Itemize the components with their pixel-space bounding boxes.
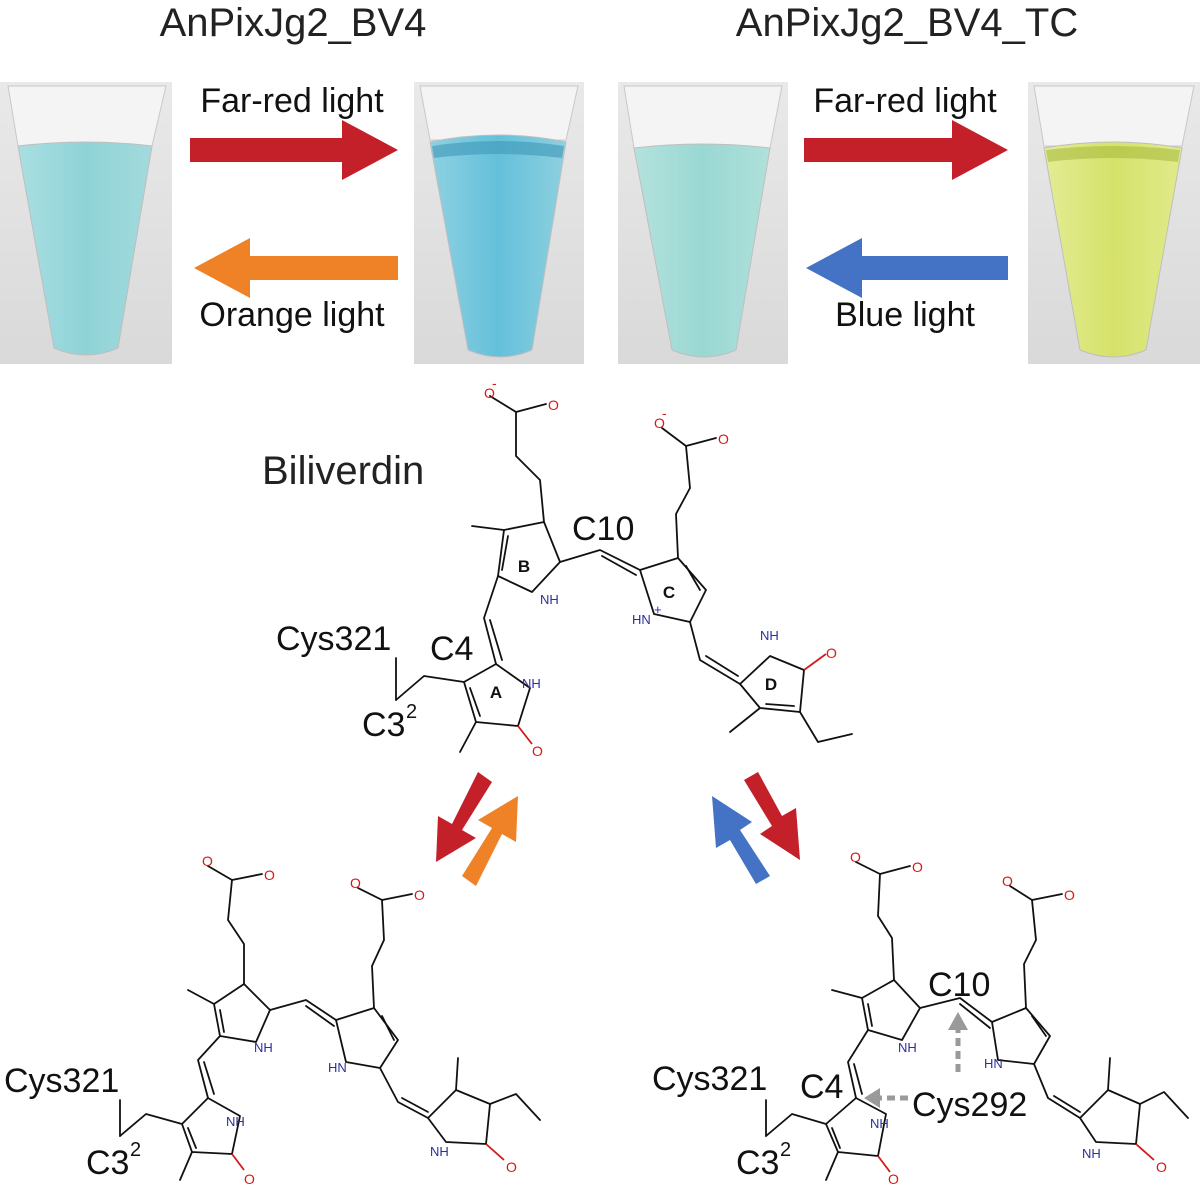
atom-ominus-bl-b: O: [202, 853, 213, 869]
biliverdin-structure-bottom-right: [765, 861, 1189, 1181]
atom-hn-c: HN: [632, 612, 651, 627]
atom-ominus-bl-c: O: [350, 875, 361, 891]
cys292-dashed-arrows: [864, 1012, 968, 1108]
equilibrium-arrows-right: [712, 772, 800, 884]
atom-o-c: O: [718, 431, 729, 447]
atom-nh-b: NH: [540, 592, 559, 607]
label-blue-light: Blue light: [835, 296, 975, 334]
label-far-red-right: Far-red light: [813, 82, 997, 120]
equilibrium-arrows-left: [436, 772, 518, 886]
title-right: AnPixJg2_BV4_TC: [736, 1, 1078, 45]
title-left: AnPixJg2_BV4: [160, 1, 427, 45]
biliverdin-structure-bottom-left: [119, 865, 541, 1181]
tube-photo-right-teal: [618, 82, 788, 364]
label-c32-bottom-left: C3: [86, 1144, 129, 1182]
atom-o-a: O: [532, 743, 543, 759]
label-far-red-left: Far-red light: [200, 82, 384, 120]
ring-d-label: D: [765, 675, 777, 694]
atom-o-bl-a: O: [244, 1171, 255, 1187]
atom-o-d: O: [826, 645, 837, 661]
molecule-name: Biliverdin: [262, 449, 424, 493]
tube-photo-left-blue: [414, 82, 584, 364]
atom-nh-a: NH: [522, 676, 541, 691]
label-c4-bottom-right: C4: [800, 1068, 843, 1106]
ring-a-label: A: [490, 683, 502, 702]
atom-ominus-c: O: [654, 415, 665, 431]
tube-photo-left-cyan: [0, 82, 172, 364]
label-c32-top: C3: [362, 706, 405, 744]
label-c32-superscript-top: 2: [406, 701, 417, 723]
atom-minus-c: -: [662, 405, 667, 421]
label-c32-superscript-bottom-right: 2: [780, 1139, 791, 1161]
atom-nh-br-a: NH: [870, 1116, 889, 1131]
atom-hn-br-c: HN: [984, 1056, 1003, 1071]
atom-hn-br-d: NH: [1082, 1146, 1101, 1161]
arrow-orange-left: [194, 238, 398, 298]
tube-photo-right-yellow: [1028, 82, 1200, 364]
atom-o-br-b: O: [912, 859, 923, 875]
atom-o-br-c: O: [1064, 887, 1075, 903]
atom-nh-br-b: NH: [898, 1040, 917, 1055]
atom-nh-bl-a: NH: [226, 1114, 245, 1129]
atom-hn-bl-d: NH: [430, 1144, 449, 1159]
label-c4-top: C4: [430, 630, 473, 668]
atom-ominus-b: O: [484, 385, 495, 401]
label-cys321-top: Cys321: [276, 620, 391, 658]
atom-nh-bl-b: NH: [254, 1040, 273, 1055]
atom-ominus-br-c: O: [1002, 873, 1013, 889]
ring-b-label: B: [518, 557, 530, 576]
label-cys321-bottom-right: Cys321: [652, 1060, 767, 1098]
atom-minus-b: -: [492, 375, 497, 391]
atom-o-bl-b: O: [264, 867, 275, 883]
arrow-far-red-left: [190, 120, 398, 180]
atom-nh-d: NH: [760, 628, 779, 643]
atom-plus-c: +: [654, 602, 662, 617]
atom-o-bl-c: O: [414, 887, 425, 903]
atom-o-bl-d: O: [506, 1159, 517, 1175]
atom-o-b: O: [548, 397, 559, 413]
biliverdin-structure-top: [395, 395, 853, 753]
label-cys292: Cys292: [912, 1086, 1027, 1124]
label-c32-superscript-bottom-left: 2: [130, 1139, 141, 1161]
atom-o-br-d: O: [1156, 1159, 1167, 1175]
ring-c-label: C: [663, 583, 675, 602]
label-orange-light: Orange light: [199, 296, 385, 334]
arrow-blue-left: [806, 238, 1008, 298]
label-c10-bottom-right: C10: [928, 966, 990, 1004]
arrow-far-red-right: [804, 120, 1008, 180]
atom-hn-bl-c: HN: [328, 1060, 347, 1075]
label-c32-bottom-right: C3: [736, 1144, 779, 1182]
label-c10-top: C10: [572, 510, 634, 548]
label-cys321-bottom-left: Cys321: [4, 1062, 119, 1100]
atom-o-br-a: O: [888, 1171, 899, 1187]
atom-ominus-br-b: O: [850, 849, 861, 865]
